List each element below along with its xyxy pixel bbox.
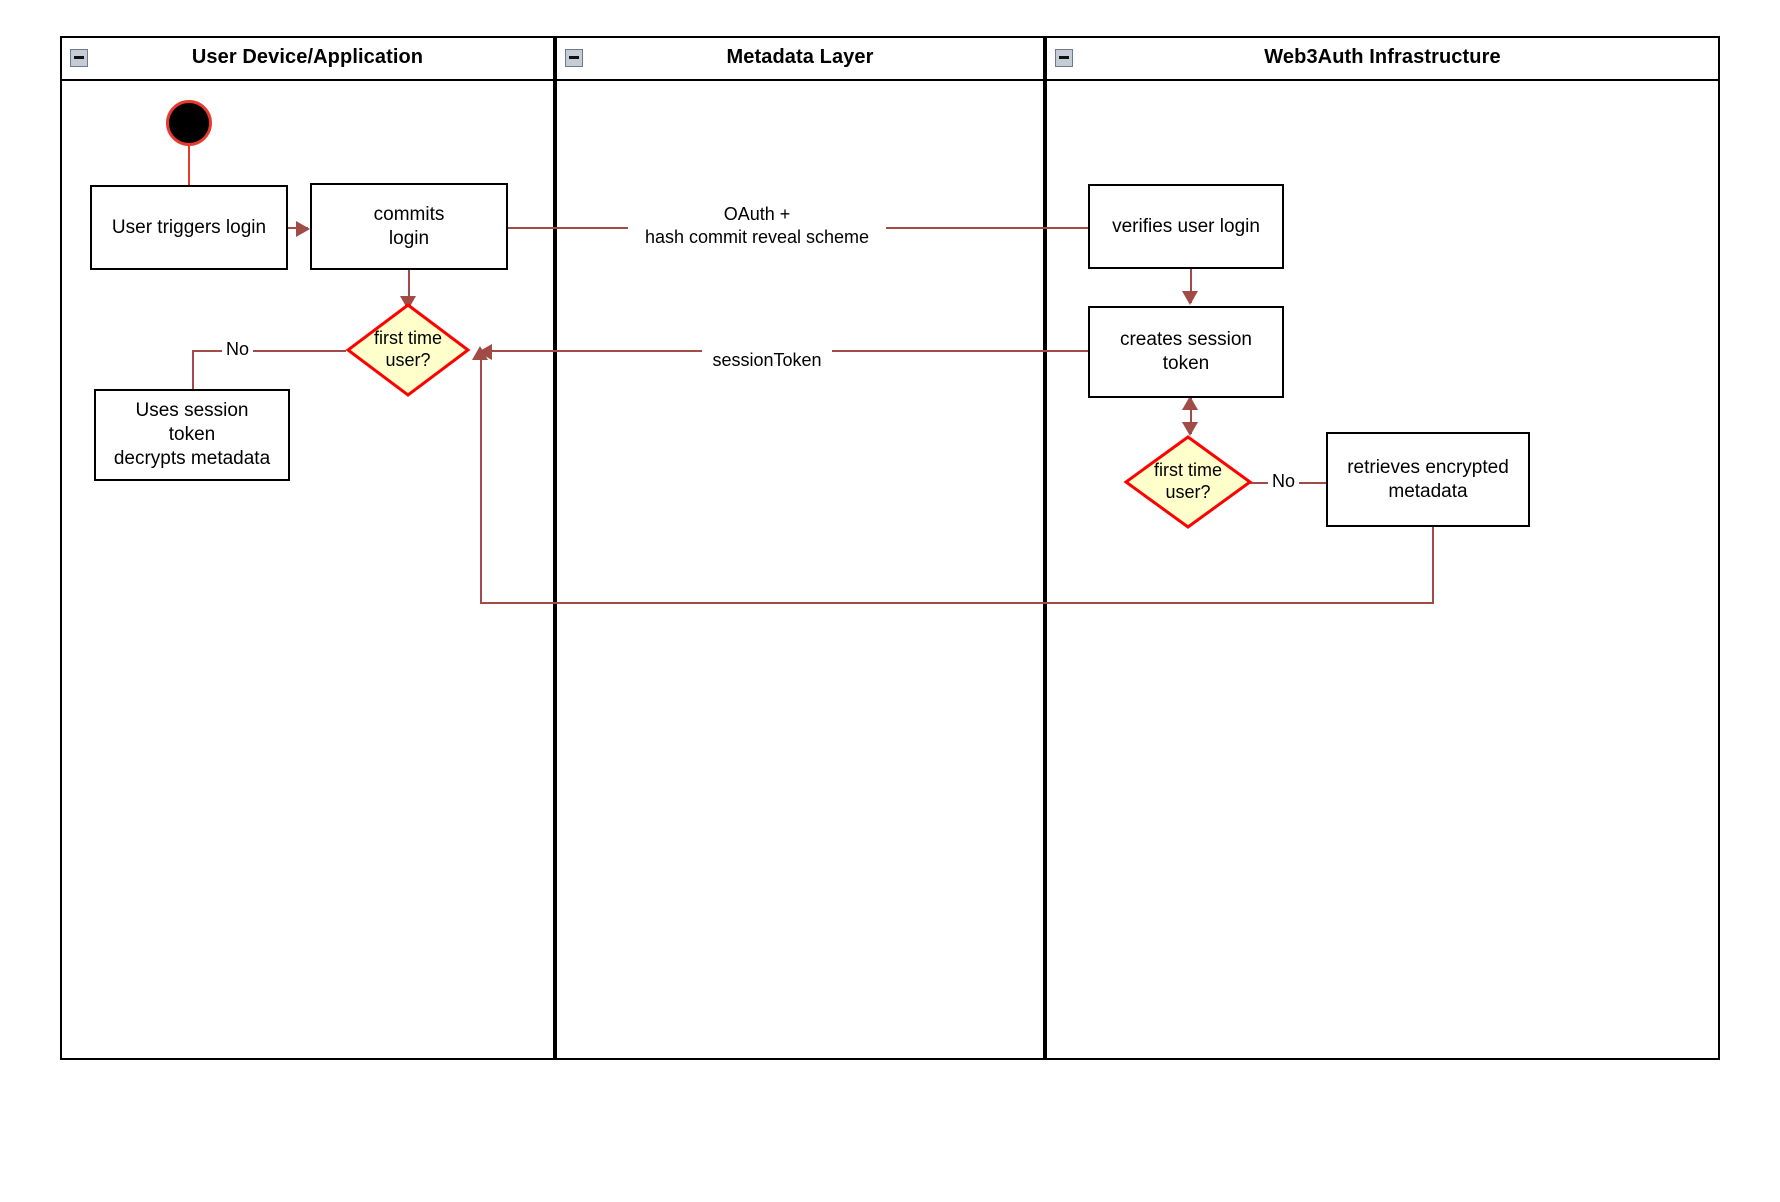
arrowhead-up-to-creates-session-token bbox=[1182, 396, 1198, 410]
edge-verifies-to-creates bbox=[1190, 269, 1192, 303]
activity-label: commits login bbox=[373, 203, 445, 249]
edge-creates-to-decision-right bbox=[1190, 398, 1192, 434]
activity-label: retrieves encrypted metadata bbox=[1347, 456, 1509, 502]
swimlane-title-web3auth: Web3Auth Infrastructure bbox=[1264, 46, 1501, 68]
swimlane-header-user-device[interactable]: User Device/Application bbox=[60, 36, 555, 81]
edge-label-session-token: sessionToken bbox=[702, 349, 832, 373]
edge-start-to-user-triggers-login bbox=[188, 146, 190, 188]
swimlane-header-web3auth[interactable]: Web3Auth Infrastructure bbox=[1045, 36, 1720, 81]
edge-commits-to-verifies-oauth bbox=[508, 227, 638, 229]
activity-verifies-user-login[interactable]: verifies user login bbox=[1088, 184, 1284, 269]
edge-retrieves-down bbox=[1432, 527, 1434, 604]
activity-label: User triggers login bbox=[111, 216, 267, 238]
activity-commits-login[interactable]: commits login bbox=[310, 183, 508, 270]
edge-return-path-up-to-decision-left bbox=[480, 360, 482, 604]
edge-no-down-to-uses-session bbox=[192, 350, 194, 390]
arrowhead-to-commits-login bbox=[296, 221, 310, 237]
activity-uses-session-token-decrypts-metadata[interactable]: Uses session token decrypts metadata bbox=[94, 389, 290, 481]
collapse-minus-icon[interactable] bbox=[1055, 48, 1073, 67]
activity-label: creates session token bbox=[1119, 329, 1252, 374]
arrowhead-down-to-decision-right bbox=[1182, 422, 1198, 436]
decision-first-time-user-right[interactable]: first time user? bbox=[1123, 435, 1253, 529]
edge-label-no-right: No bbox=[1268, 470, 1300, 494]
edge-session-token-right bbox=[824, 350, 1088, 352]
arrowhead-to-creates-session-token bbox=[1182, 291, 1198, 305]
edge-session-token-left bbox=[492, 350, 702, 352]
edge-label-oauth: OAuth + hash commit reveal scheme bbox=[628, 203, 886, 250]
edge-return-path-horizontal bbox=[480, 602, 1434, 604]
edge-label-no-left: No bbox=[222, 338, 254, 362]
start-node[interactable] bbox=[166, 100, 212, 146]
swimlane-metadata-layer[interactable] bbox=[555, 36, 1045, 1060]
activity-creates-session-token[interactable]: creates session token bbox=[1088, 306, 1284, 398]
edge-commits-to-verifies-oauth-2 bbox=[878, 227, 1088, 229]
decision-first-time-user-left[interactable]: first time user? bbox=[345, 303, 471, 397]
swimlane-title-user-device: User Device/Application bbox=[191, 46, 424, 68]
collapse-minus-icon[interactable] bbox=[70, 48, 88, 67]
activity-label: Uses session token decrypts metadata bbox=[113, 400, 271, 469]
activity-user-triggers-login[interactable]: User triggers login bbox=[90, 185, 288, 270]
edge-label-oauth-text: OAuth + hash commit reveal scheme bbox=[644, 204, 870, 248]
swimlane-title-metadata-layer: Metadata Layer bbox=[726, 46, 874, 68]
edge-commits-to-decision-left bbox=[408, 270, 410, 304]
collapse-minus-icon[interactable] bbox=[565, 48, 583, 67]
swimlane-header-metadata-layer[interactable]: Metadata Layer bbox=[555, 36, 1045, 81]
activity-label: verifies user login bbox=[1112, 215, 1260, 237]
activity-retrieves-encrypted-metadata[interactable]: retrieves encrypted metadata bbox=[1326, 432, 1530, 527]
edge-decision-left-no bbox=[192, 350, 346, 352]
arrowhead-return-to-decision-left bbox=[472, 346, 488, 360]
